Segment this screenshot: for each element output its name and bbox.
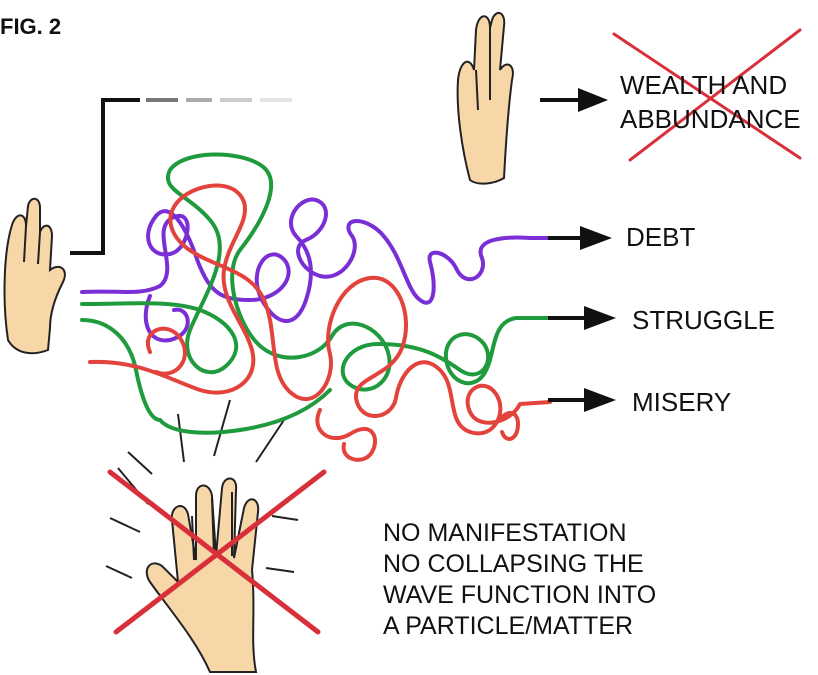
caption-line: WAVE FUNCTION INTO [383, 580, 656, 611]
outcome-wealth-line-1: WEALTH AND [620, 70, 787, 101]
caption-line: NO COLLAPSING THE [383, 549, 656, 580]
purple-tangle-line [82, 200, 550, 341]
outcome-wealth-line-2: ABBUNDANCE [620, 104, 801, 135]
caption-line: NO MANIFESTATION [383, 518, 656, 549]
arrow-right-icon [548, 388, 616, 412]
arrow-right-icon [548, 306, 616, 330]
bracket-line [70, 100, 292, 253]
outcome-misery: MISERY [632, 387, 731, 418]
figure-label: FIG. 2 [0, 14, 61, 40]
outcome-struggle: STRUGGLE [632, 305, 775, 336]
caption-line: A PARTICLE/MATTER [383, 611, 656, 642]
arrow-right-icon [540, 88, 608, 112]
green-tangle-line [82, 154, 550, 432]
arrow-right-icon [548, 226, 612, 250]
caption-text: NO MANIFESTATION NO COLLAPSING THE WAVE … [383, 518, 656, 642]
hand-left-icon [5, 199, 65, 353]
outcome-debt: DEBT [626, 222, 695, 253]
hand-top-icon [458, 13, 513, 184]
